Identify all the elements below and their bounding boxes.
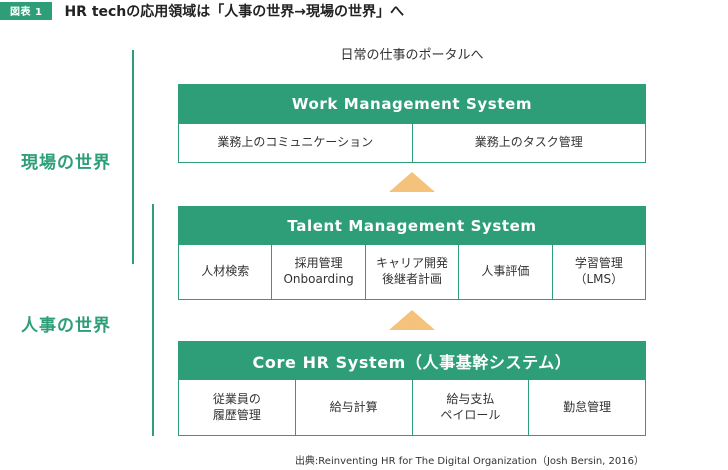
system-title: Core HR System（人事基幹システム）: [178, 341, 646, 380]
system-cell: 採用管理 Onboarding: [271, 245, 364, 299]
system-cells: 従業員の 履歴管理 給与計算 給与支払 ペイロール 勤怠管理: [178, 380, 646, 436]
field-section-label: 現場の世界: [21, 153, 111, 173]
system-title: Work Management System: [178, 84, 646, 124]
system-cell: 従業員の 履歴管理: [212, 391, 261, 422]
system-cell: 給与支払 ペイロール: [411, 380, 529, 435]
system-title: Talent Management System: [178, 206, 646, 245]
system-cell: 人事評価: [458, 245, 551, 299]
figure-badge: 図表 1: [0, 1, 53, 20]
source-citation: 出典:Reinventing HR for The Digital Organi…: [294, 456, 644, 467]
system-cell: 業務上のタスク管理: [411, 124, 646, 162]
figure-title: HR techの応用領域は「人事の世界→現場の世界」へ: [64, 3, 405, 20]
hr-section-line: [152, 204, 154, 436]
system-cells: 人材検索 採用管理 Onboarding キャリア開発 後継者計画 人事評価 学…: [178, 245, 646, 300]
system-cell: キャリア開発 後継者計画: [364, 245, 458, 299]
system-cell: 学習管理 （LMS）: [551, 245, 645, 299]
portal-caption: 日常の仕事のポータルへ: [340, 48, 484, 63]
system-cell: 業務上のコミュニケーション: [217, 135, 374, 150]
system-cell: 勤怠管理: [528, 380, 645, 435]
up-arrow: [389, 310, 435, 330]
figure-header: 図表 1 HR techの応用領域は「人事の世界→現場の世界」へ: [0, 0, 404, 21]
work-management-system: Work Management System 業務上のコミュニケーション 業務上…: [178, 84, 646, 163]
up-arrow: [389, 172, 435, 192]
system-cells: 業務上のコミュニケーション 業務上のタスク管理: [178, 124, 646, 163]
system-cell: 給与計算: [294, 380, 412, 435]
system-cell: 人材検索: [201, 264, 250, 279]
core-hr-system: Core HR System（人事基幹システム） 従業員の 履歴管理 給与計算 …: [178, 341, 646, 436]
hr-section-label: 人事の世界: [21, 316, 111, 336]
talent-management-system: Talent Management System 人材検索 採用管理 Onboa…: [178, 206, 646, 300]
field-section-line: [132, 50, 134, 264]
